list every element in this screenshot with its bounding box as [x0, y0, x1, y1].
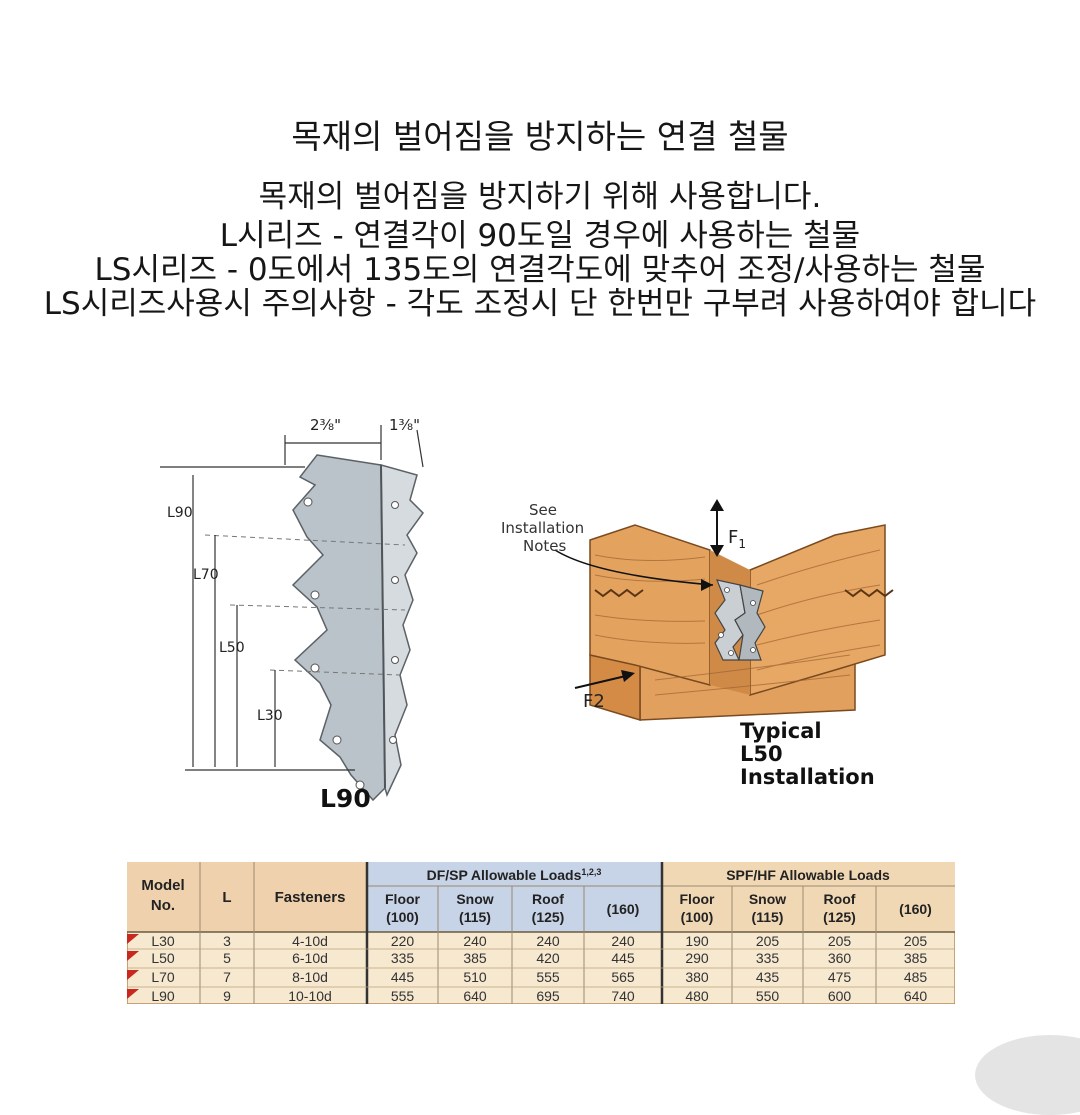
row-fasteners: 8-10d [292, 969, 328, 985]
row-fasteners: 6-10d [292, 950, 328, 966]
header-sub-5: Snow [749, 891, 786, 907]
header-model-no: No. [151, 897, 175, 914]
dim-width-label: 2⅜" [310, 416, 341, 434]
header-sub-1: Snow [456, 891, 493, 907]
row-load-value: 550 [756, 988, 780, 1004]
header-sub-4: Floor [680, 891, 716, 907]
row-model: L70 [151, 969, 175, 985]
row-load-value: 240 [611, 933, 635, 949]
strap-plate [291, 454, 386, 802]
row-load-value: 205 [828, 933, 852, 949]
header-sub-7: (160) [899, 901, 932, 917]
table-group1-header-bg [367, 862, 662, 932]
right-post [749, 524, 886, 697]
row-load-value: 435 [756, 969, 780, 985]
row-load-value: 360 [828, 950, 852, 966]
header-sub-0: Floor [385, 891, 421, 907]
description-line-2: L시리즈 - 연결각이 90도일 경우에 사용하는 철물 [219, 219, 861, 253]
installation-note-line-3: Notes [523, 537, 567, 555]
dim-flange-label: 1⅜" [389, 416, 420, 434]
new-product-marker [127, 934, 139, 944]
header-sub-4-factor: (100) [681, 909, 714, 925]
row-load-value: 290 [685, 950, 709, 966]
header-group1: DF/SP Allowable Loads1,2,3 [427, 867, 602, 883]
row-load-value: 385 [463, 950, 487, 966]
l50-installation-drawing: See Installation Notes F1 F2 Typical L50… [501, 499, 894, 789]
l90-strap-drawing: 2⅜" 1⅜" L90 L70 L50 L30 L90 [160, 416, 424, 813]
header-sub-2: Roof [532, 891, 564, 907]
row-model: L50 [151, 950, 175, 966]
installation-note-line-2: Installation [501, 519, 584, 537]
force-f2-label: F2 [583, 691, 605, 712]
row-load-value: 205 [904, 933, 928, 949]
row-load-value: 740 [611, 988, 635, 1004]
row-load-value: 380 [685, 969, 709, 985]
row-fasteners: 4-10d [292, 933, 328, 949]
header-sub-2-factor: (125) [532, 909, 565, 925]
install-caption-line-1: Typical [740, 719, 822, 743]
l70-dimension-label: L70 [193, 567, 219, 583]
row-model: L30 [151, 933, 175, 949]
row-model: L90 [151, 988, 175, 1004]
row-load-value: 240 [536, 933, 560, 949]
row-load-value: 205 [756, 933, 780, 949]
row-load-value: 335 [391, 950, 415, 966]
new-product-marker [127, 970, 139, 980]
header-sub-5-factor: (115) [752, 909, 784, 925]
row-load-value: 240 [463, 933, 487, 949]
l50-dimension-label: L50 [219, 640, 245, 656]
row-l: 5 [223, 950, 231, 966]
row-load-value: 565 [611, 969, 635, 985]
header-group2: SPF/HF Allowable Loads [726, 867, 890, 883]
row-load-value: 475 [828, 969, 852, 985]
row-l: 7 [223, 969, 231, 985]
row-l: 3 [223, 933, 231, 949]
row-l: 9 [223, 988, 231, 1004]
header-sub-1-factor: (115) [459, 909, 491, 925]
installation-note-line-1: See [529, 501, 557, 519]
description-line-4: LS시리즈사용시 주의사항 - 각도 조정시 단 한번만 구부려 사용하여야 합… [43, 287, 1037, 321]
row-load-value: 600 [828, 988, 852, 1004]
row-load-value: 510 [463, 969, 487, 985]
header-model: Model [141, 877, 184, 894]
new-product-marker [127, 951, 139, 961]
strap-flange [380, 464, 424, 798]
row-load-value: 640 [904, 988, 928, 1004]
install-caption-line-3: Installation [740, 765, 875, 789]
row-load-value: 480 [685, 988, 709, 1004]
row-load-value: 695 [536, 988, 560, 1004]
force-f1-label: F1 [728, 527, 746, 551]
row-load-value: 335 [756, 950, 780, 966]
l90-caption: L90 [320, 784, 371, 813]
row-load-value: 640 [463, 988, 487, 1004]
header-sub-6: Roof [824, 891, 856, 907]
header-l: L [222, 889, 231, 906]
page-title: 목재의 벌어짐을 방지하는 연결 철물 [291, 117, 789, 156]
row-load-value: 220 [391, 933, 415, 949]
decorative-corner-shape [975, 1035, 1080, 1115]
header-fasteners: Fasteners [275, 889, 346, 906]
row-load-value: 485 [904, 969, 928, 985]
row-load-value: 420 [536, 950, 560, 966]
row-load-value: 555 [391, 988, 415, 1004]
row-load-value: 190 [685, 933, 709, 949]
header-sub-3: (160) [607, 901, 640, 917]
table-group2-header-bg [662, 862, 955, 932]
l30-dimension-label: L30 [257, 708, 283, 724]
description-line-3: LS시리즈 - 0도에서 135도의 연결각도에 맞추어 조정/사용하는 철물 [94, 253, 986, 287]
row-fasteners: 10-10d [288, 988, 332, 1004]
row-load-value: 445 [391, 969, 415, 985]
header-sub-6-factor: (125) [823, 909, 856, 925]
l90-dimension-label: L90 [167, 505, 193, 521]
row-load-value: 555 [536, 969, 560, 985]
install-caption-line-2: L50 [740, 742, 783, 766]
new-product-marker [127, 989, 139, 999]
table-left-header-bg [127, 862, 367, 932]
row-load-value: 445 [611, 950, 635, 966]
row-load-value: 385 [904, 950, 928, 966]
header-sub-0-factor: (100) [386, 909, 419, 925]
description-line-1: 목재의 벌어짐을 방지하기 위해 사용합니다. [258, 180, 822, 214]
